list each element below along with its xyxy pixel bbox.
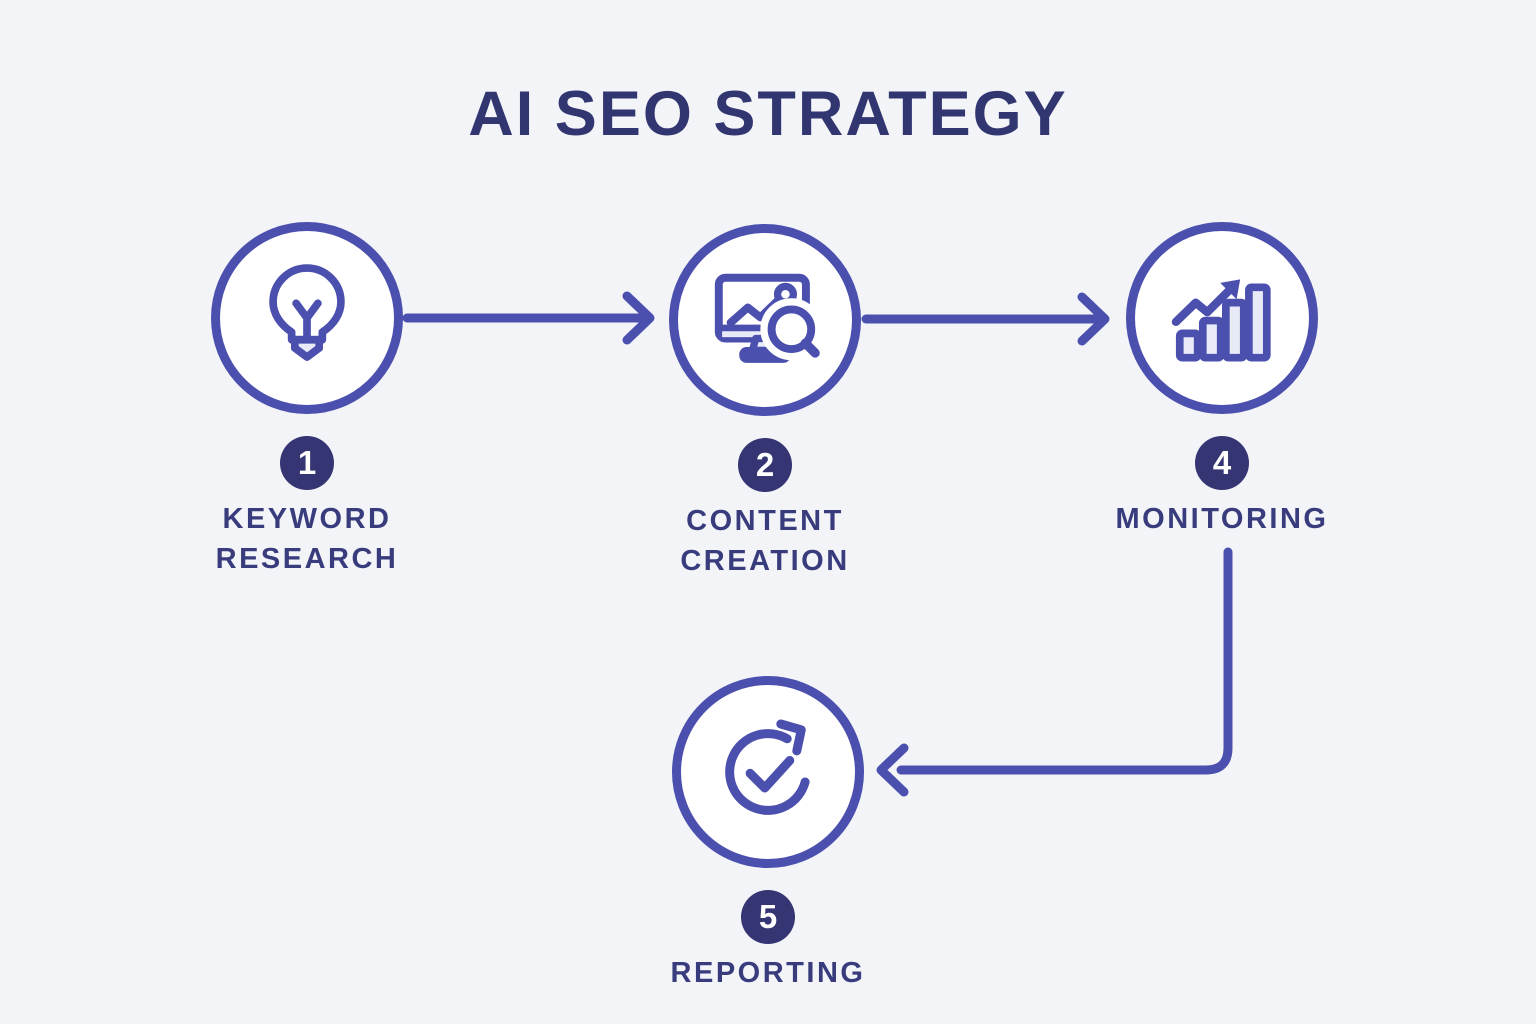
step-node-content-creation: 2 CONTENT CREATION xyxy=(605,224,925,581)
step-number-badge: 4 xyxy=(1195,436,1249,490)
step-circle xyxy=(1126,222,1318,414)
monitor-analytics-search-icon xyxy=(714,273,827,365)
step-label: MONITORING xyxy=(1115,503,1329,535)
step-number-badge: 5 xyxy=(741,890,795,944)
step-number-badge: 1 xyxy=(280,436,334,490)
step-node-monitoring: 4 MONITORING xyxy=(1062,222,1382,539)
step-number-badge: 2 xyxy=(738,438,792,492)
step-circle xyxy=(211,222,403,414)
step-label: KEYWORD RESEARCH xyxy=(215,503,399,575)
page-title: AI SEO STRATEGY xyxy=(468,79,1068,149)
growth-bar-chart-icon xyxy=(1171,279,1271,362)
step-circle xyxy=(672,676,864,868)
step-node-reporting: 5 REPORTING xyxy=(608,676,928,993)
refresh-check-icon xyxy=(725,719,810,815)
step-node-keyword-research: 1 KEYWORD RESEARCH xyxy=(147,222,467,579)
arrow-step4-to-step5-icon xyxy=(876,547,1233,797)
step-circle xyxy=(669,224,861,416)
step-label: REPORTING xyxy=(670,957,866,989)
step-label: CONTENT CREATION xyxy=(680,505,850,577)
lightbulb-icon xyxy=(269,264,345,361)
